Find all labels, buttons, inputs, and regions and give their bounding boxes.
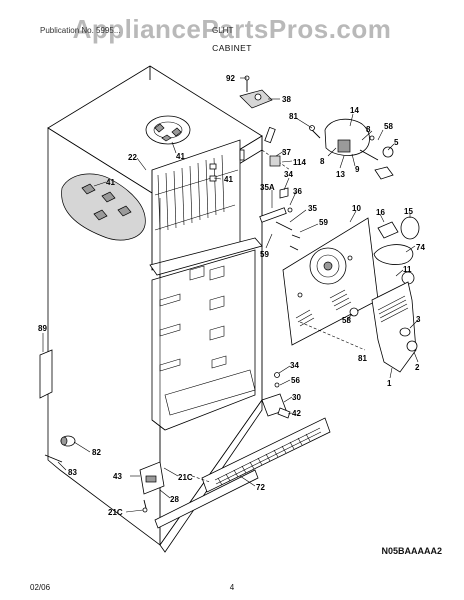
callout-41-top: 41 <box>176 152 185 161</box>
callout-58-mid: 58 <box>342 316 351 325</box>
callout-5: 5 <box>394 138 399 147</box>
callout-10: 10 <box>352 204 361 213</box>
callout-21C-upper: 21C <box>178 473 193 482</box>
callout-2: 2 <box>415 363 420 372</box>
cabinet-shell <box>47 65 291 553</box>
callout-30: 30 <box>292 393 301 402</box>
callout-36: 36 <box>293 187 302 196</box>
callout-41-back: 41 <box>224 175 233 184</box>
damper-housing-top <box>145 115 191 145</box>
callout-3: 3 <box>416 315 421 324</box>
callout-89: 89 <box>38 324 47 333</box>
toe-grille <box>201 417 331 493</box>
callout-16: 16 <box>376 208 385 217</box>
callout-38: 38 <box>282 95 291 104</box>
callout-13: 13 <box>336 170 345 179</box>
insulation-pad-left <box>61 173 146 241</box>
callout-56: 56 <box>291 376 300 385</box>
callout-28: 28 <box>170 495 179 504</box>
callout-15: 15 <box>404 207 413 216</box>
light-assembly <box>373 216 420 285</box>
roller-and-screw <box>44 435 76 463</box>
model-header: GLHT <box>212 26 234 35</box>
callout-8-right: 8 <box>366 125 371 134</box>
publication-header: Publication No. 5995... <box>40 26 121 35</box>
compressor-bracket <box>139 461 165 513</box>
footer-date: 02/06 <box>30 583 51 592</box>
callout-1: 1 <box>387 379 392 388</box>
callout-43: 43 <box>113 472 122 481</box>
control-assembly <box>309 118 394 180</box>
callout-81-top: 81 <box>289 112 298 121</box>
callout-83: 83 <box>68 468 77 477</box>
control-panel-cover <box>349 281 418 373</box>
callout-labels: 92 38 81 14 58 8 5 8 13 9 22 41 37 114 4… <box>38 74 425 517</box>
callout-11: 11 <box>403 265 412 274</box>
callout-8-left: 8 <box>320 157 325 166</box>
bottom-hinge-assembly <box>261 372 291 419</box>
section-title: CABINET <box>212 43 252 53</box>
callout-34-bottom: 34 <box>290 361 299 370</box>
page-number: 4 <box>229 583 235 592</box>
callout-9: 9 <box>355 165 360 174</box>
callout-21C-lower: 21C <box>108 508 123 517</box>
callout-59-lower: 59 <box>260 250 269 259</box>
callout-14: 14 <box>350 106 359 115</box>
callout-22: 22 <box>128 153 137 162</box>
mullion-bracket-hardware <box>259 187 301 251</box>
wire-connector <box>264 126 281 167</box>
callout-92: 92 <box>226 74 235 83</box>
back-panel-89 <box>39 349 53 399</box>
callout-72: 72 <box>256 483 265 492</box>
callout-41-left: 41 <box>106 178 115 187</box>
callout-42: 42 <box>292 409 301 418</box>
callout-74: 74 <box>416 243 425 252</box>
watermark: AppliancePartsPros.com <box>72 14 392 44</box>
callout-34-top: 34 <box>284 170 293 179</box>
callout-81-bottom: 81 <box>358 354 367 363</box>
leader-lines <box>42 77 419 513</box>
callout-59-upper: 59 <box>319 218 328 227</box>
callout-114: 114 <box>293 158 306 167</box>
callout-35: 35 <box>308 204 317 213</box>
diagram-code: N05BAAAAA2 <box>381 546 442 556</box>
freezer-back-clips <box>209 149 245 182</box>
callout-82: 82 <box>92 448 101 457</box>
callout-58-top: 58 <box>384 122 393 131</box>
evaporator-cover <box>282 217 379 346</box>
callout-35A: 35A <box>260 183 275 192</box>
callout-37: 37 <box>282 148 291 157</box>
top-hinge-assembly <box>239 75 273 109</box>
